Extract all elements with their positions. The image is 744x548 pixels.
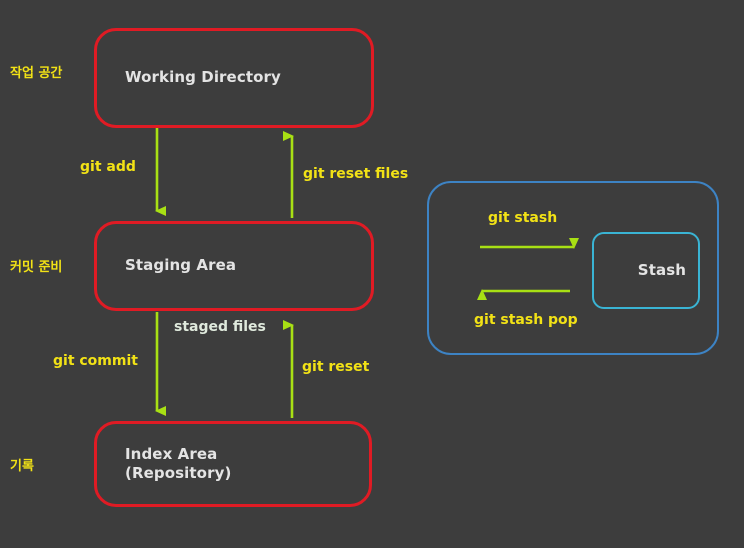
arrow-label-git-stash-pop: git stash pop [474, 312, 578, 328]
node-staging-area-label: Staging Area [125, 256, 237, 275]
node-working-directory[interactable]: Working Directory [94, 28, 374, 128]
arrow-label-git-reset: git reset [302, 359, 370, 375]
arrow-label-git-add: git add [80, 159, 136, 175]
stage-label-commit-ready: 커밋 준비 [10, 260, 63, 275]
flow-label-staged-files: staged files [174, 319, 266, 335]
stage-label-working-space: 작업 공간 [10, 66, 63, 81]
stage-label-record: 기록 [10, 459, 34, 474]
arrow-label-git-commit: git commit [53, 353, 138, 369]
node-staging-area[interactable]: Staging Area [94, 221, 374, 311]
stash-panel[interactable] [427, 181, 719, 355]
node-working-directory-label: Working Directory [125, 68, 281, 87]
arrow-label-git-reset-files: git reset files [303, 166, 409, 182]
node-index-area-label: Index Area (Repository) [125, 444, 232, 482]
node-stash[interactable]: Stash [592, 232, 700, 309]
arrow-label-git-stash: git stash [488, 210, 558, 226]
node-index-area[interactable]: Index Area (Repository) [94, 421, 372, 507]
node-stash-label: Stash [637, 260, 686, 279]
